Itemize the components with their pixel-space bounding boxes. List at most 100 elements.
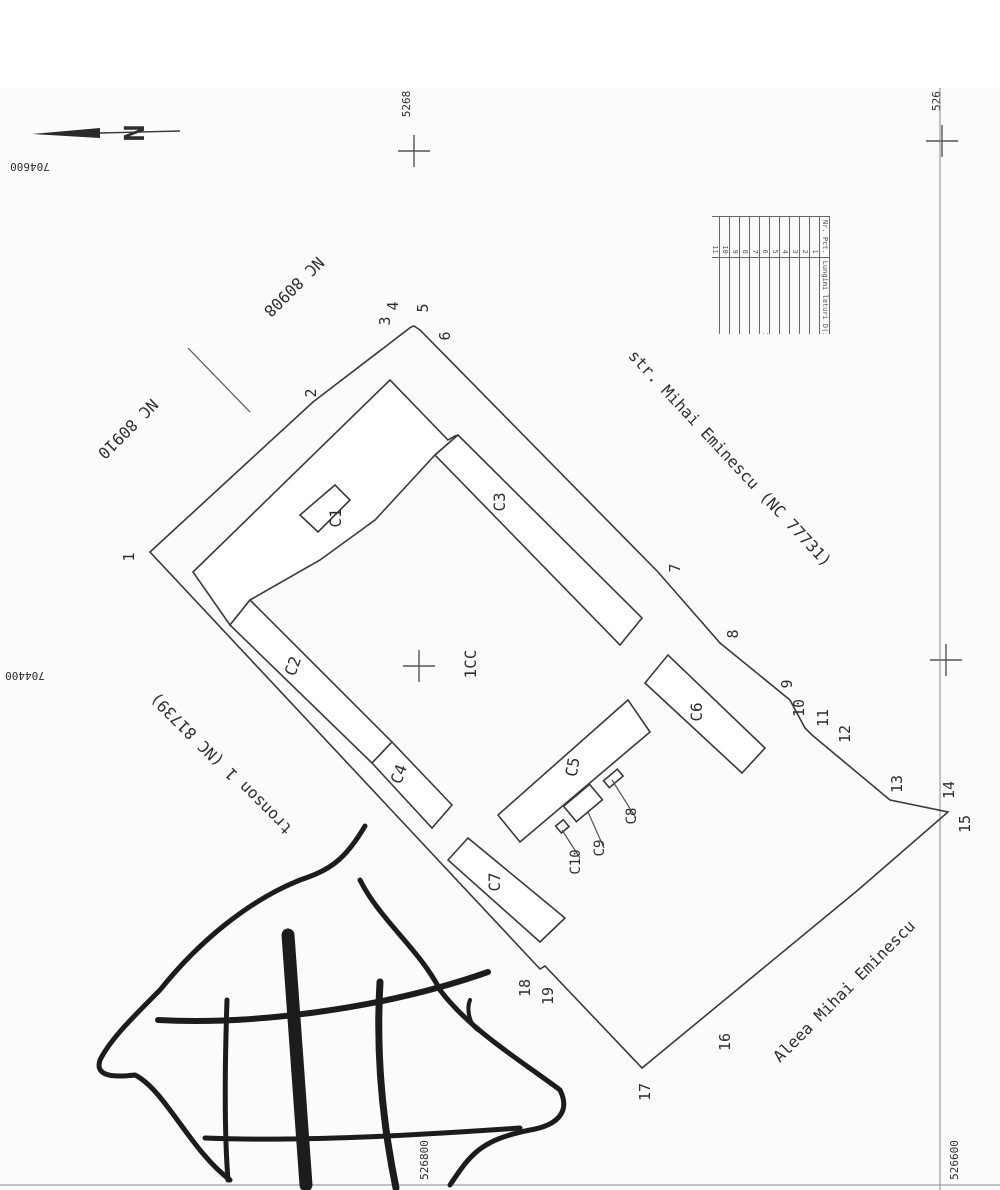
lengths-table-length-cell: 15.17	[729, 257, 740, 334]
lengths-table-length-cell: 2.17	[779, 257, 790, 334]
lengths-table-length-cell: 15.65	[719, 257, 730, 334]
point-17: 17	[636, 1083, 654, 1101]
point-7: 7	[666, 563, 684, 572]
lengths-table-row: 512.31	[769, 216, 780, 334]
lengths-table-point-cell: 8	[739, 216, 750, 258]
point-15: 15	[956, 815, 974, 833]
building-c3-outline	[433, 433, 644, 647]
north-arrow-icon: N	[32, 125, 181, 142]
point-8: 8	[724, 629, 742, 638]
lengths-table-row: 915.17	[729, 216, 740, 334]
lengths-table-point-cell: 2	[799, 216, 810, 258]
lengths-table-point-cell: 3	[789, 216, 800, 258]
street-label-mihai-eminescu: str. Mihai Eminescu (NC 77731)	[625, 346, 836, 570]
lengths-table-row: 1015.65	[719, 216, 730, 334]
lengths-table-length-cell: 1.23	[789, 257, 800, 334]
lengths-table-row: 42.17	[779, 216, 790, 334]
page-top-margin	[0, 0, 1000, 88]
point-3: 3	[376, 316, 394, 325]
lengths-table-length-cell: 124.37	[759, 257, 770, 334]
lengths-table-row: 824.86	[739, 216, 750, 334]
grid-coord-top-right: 526	[930, 91, 943, 111]
lengths-table-row: 112.99	[712, 216, 720, 334]
c10-leader	[561, 829, 581, 859]
building-label-c9: C9	[592, 840, 608, 857]
lengths-table-length-cell: 2.99	[712, 257, 720, 334]
boundary-point-numbers: 1 2 3 4 5 6 7 8 9 10 11 12 13 14 15 16 1…	[120, 301, 974, 1101]
lengths-table-row: 734.95	[749, 216, 760, 334]
building-c9-outline	[562, 783, 604, 823]
north-label: N	[117, 125, 150, 142]
neighbor-label-nc-80910: NC 80910	[94, 395, 162, 463]
lengths-table-point-cell: 1	[809, 216, 820, 258]
lengths-table-container: Nr. Pct.Lungimi laturi D(i,i+1)187.53241…	[712, 216, 1000, 334]
building-label-c7: C7	[485, 872, 504, 891]
road-label-tronson: tronson 1 (NC 81739)	[146, 689, 296, 839]
parcel-boundary	[148, 325, 950, 1070]
point-11: 11	[814, 709, 832, 727]
lengths-table-header: Lungimi laturi D(i,i+1)	[819, 257, 830, 334]
hand-drawn-scribble-redaction	[96, 823, 567, 1190]
point-18: 18	[516, 979, 534, 997]
point-5: 5	[414, 303, 432, 312]
building-c4-outline	[370, 740, 454, 830]
grid-coord-mid-left: 704400	[5, 669, 45, 682]
lengths-table-length-cell: 12.31	[769, 257, 780, 334]
c8-leader	[611, 779, 637, 819]
neighbor-label-nc-80908: NC 80908	[260, 253, 328, 321]
point-19: 19	[539, 987, 557, 1005]
point-16: 16	[716, 1033, 734, 1051]
point-10: 10	[790, 699, 808, 717]
point-14: 14	[940, 781, 958, 799]
grid-cross-marks	[398, 125, 962, 682]
grid-coord-bottom-mid: 526800	[418, 1140, 431, 1180]
building-label-c8: C8	[624, 808, 640, 825]
lengths-table: Nr. Pct.Lungimi laturi D(i,i+1)187.53241…	[712, 216, 830, 334]
lengths-table-row: 241.43	[799, 216, 810, 334]
point-2: 2	[302, 388, 320, 397]
building-label-c6: C6	[687, 702, 706, 721]
lengths-table-length-cell: 87.53	[809, 257, 820, 334]
road-label-aleea-mihai-eminescu: Aleea Mihai Eminescu	[769, 916, 919, 1066]
lengths-table-header: Nr. Pct.	[819, 216, 830, 258]
point-6: 6	[436, 331, 454, 340]
lengths-table-length-cell: 24.86	[739, 257, 750, 334]
lengths-table-point-cell: 7	[749, 216, 760, 258]
lengths-table-length-cell: 41.43	[799, 257, 810, 334]
building-label-c3: C3	[490, 492, 509, 511]
grid-coord-top-left: 704600	[10, 160, 50, 173]
parcel-label-1cc: 1CC	[461, 650, 480, 679]
building-c1-outline	[191, 378, 459, 627]
lengths-table-point-cell: 9	[729, 216, 740, 258]
lengths-table-point-cell: 6	[759, 216, 770, 258]
building-label-c1: C1	[326, 508, 345, 527]
point-12: 12	[836, 725, 854, 743]
building-c2-outline	[228, 598, 394, 765]
lengths-table-length-cell: 34.95	[749, 257, 760, 334]
point-13: 13	[888, 775, 906, 793]
building-label-c5: C5	[562, 756, 584, 778]
grid-coord-bottom-right: 526600	[948, 1140, 961, 1180]
lengths-table-row: 31.23	[789, 216, 800, 334]
building-c5-outline	[496, 698, 652, 844]
point-1: 1	[120, 552, 138, 561]
lengths-table-header-row: Nr. Pct.Lungimi laturi D(i,i+1)	[819, 216, 830, 334]
building-c6-outline	[643, 653, 767, 775]
lengths-table-row: 6124.37	[759, 216, 770, 334]
lengths-table-body: Nr. Pct.Lungimi laturi D(i,i+1)187.53241…	[712, 216, 830, 334]
lengths-table-point-cell: 11	[712, 216, 720, 258]
lengths-table-point-cell: 10	[719, 216, 730, 258]
lengths-table-point-cell: 4	[779, 216, 790, 258]
lengths-table-row: 187.53	[809, 216, 820, 334]
point-9: 9	[778, 679, 796, 688]
building-label-c10: C10	[568, 849, 584, 874]
grid-coord-top-mid: 5268	[400, 91, 413, 118]
building-c8-outline	[602, 768, 625, 789]
building-c7-outline	[446, 836, 567, 944]
building-c10-outline	[554, 818, 571, 835]
point-4: 4	[384, 301, 402, 310]
neighbor-boundary-line	[187, 347, 251, 413]
lengths-table-point-cell: 5	[769, 216, 780, 258]
